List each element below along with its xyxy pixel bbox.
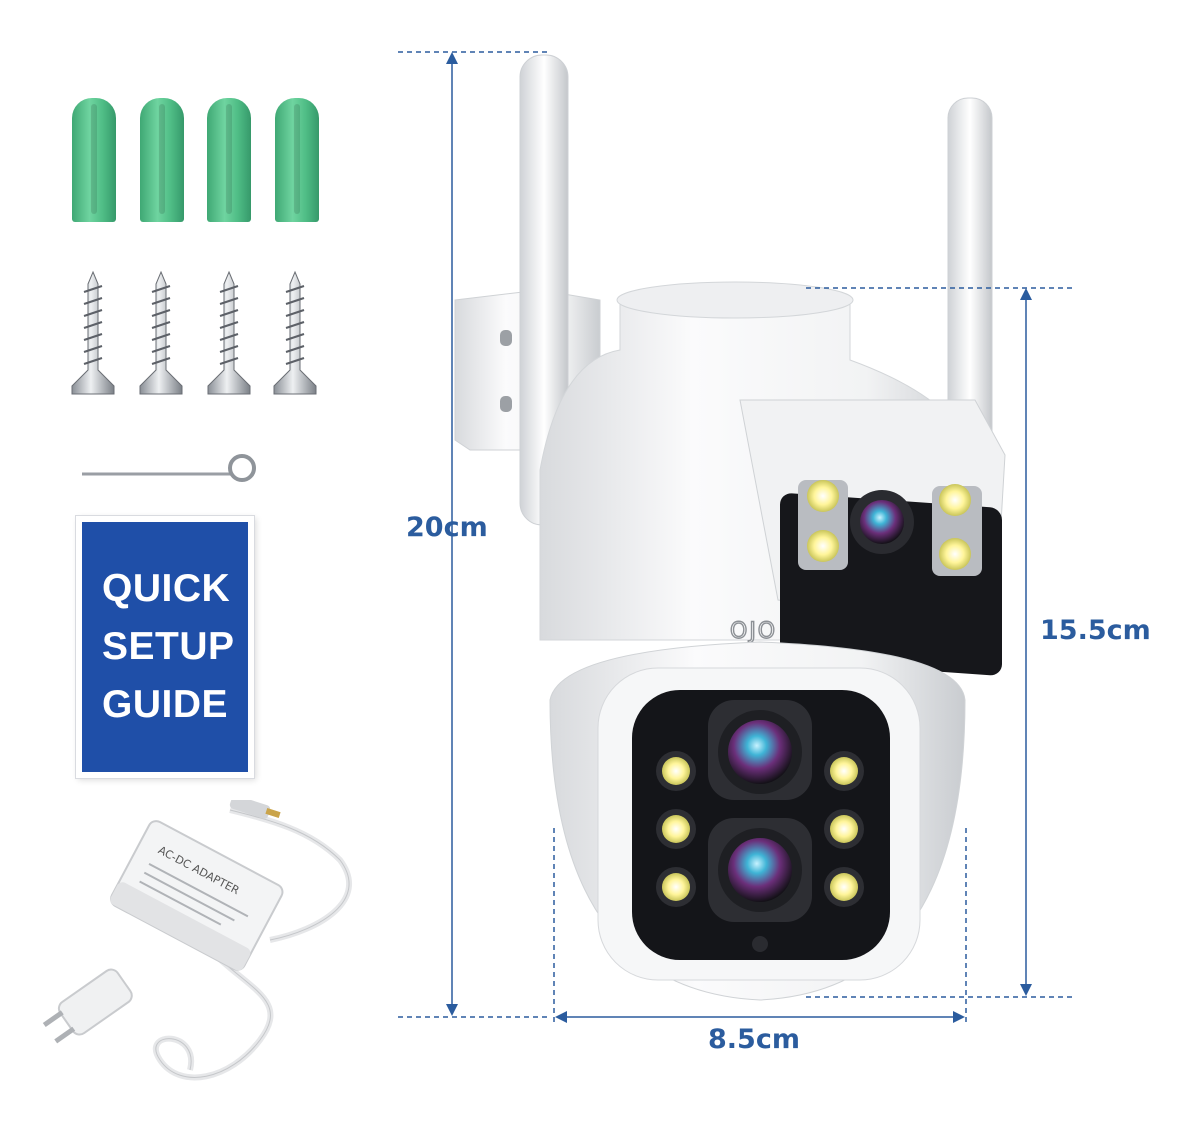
wall-anchor [207, 98, 251, 222]
height-total-label: 20cm [406, 512, 488, 543]
wall-anchor [72, 98, 116, 222]
screw-icon [273, 270, 317, 395]
reset-pin-icon [82, 454, 256, 482]
brand-logo: OJO [730, 619, 777, 644]
width-label: 8.5cm [708, 1024, 800, 1055]
height-body-label: 15.5cm [1040, 615, 1151, 646]
screw-icon [71, 270, 115, 395]
upper-led-array [798, 480, 982, 576]
wall-anchor [140, 98, 184, 222]
screw-icon [207, 270, 251, 395]
guide-title-line: SETUP [102, 625, 235, 668]
wall-anchor [275, 98, 319, 222]
power-adapter: AC-DC ADAPTER [42, 800, 352, 1081]
guide-title-line: QUICK [102, 567, 231, 610]
screw-icon [139, 270, 183, 395]
camera-illustration: OJO [454, 54, 1006, 1001]
quick-setup-guide: QUICK SETUP GUIDE [76, 516, 254, 778]
guide-title-line: GUIDE [102, 683, 229, 726]
lower-led-array [656, 751, 864, 907]
